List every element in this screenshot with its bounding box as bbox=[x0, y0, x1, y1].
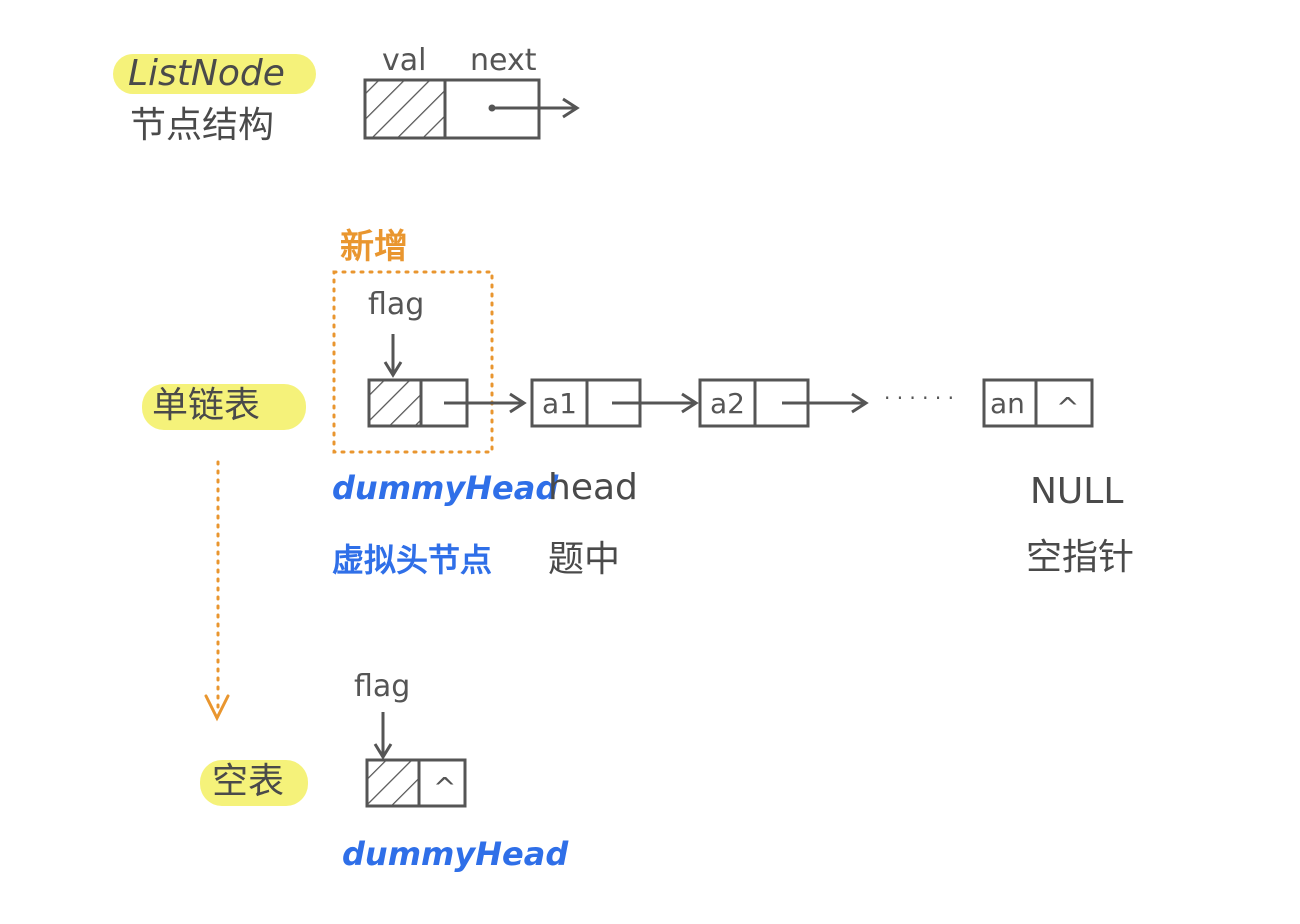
node-a2-label: a2 bbox=[710, 387, 745, 420]
val-cell bbox=[363, 78, 447, 140]
node-a2 bbox=[698, 378, 869, 428]
node-a1-label: a1 bbox=[542, 387, 577, 420]
empty-dummy-head-label: dummyHead bbox=[342, 835, 569, 873]
transition-arrow bbox=[204, 460, 230, 722]
dummy-head-label: dummyHead bbox=[332, 469, 559, 507]
empty-null-symbol: ^ bbox=[433, 771, 457, 804]
flag-label: flag bbox=[368, 287, 425, 322]
head-desc: 题中 bbox=[548, 539, 621, 580]
ellipsis: · · · · · · bbox=[884, 386, 954, 410]
listnode-structure-node bbox=[363, 78, 580, 140]
val-field-label: val bbox=[382, 43, 427, 78]
node-an bbox=[982, 378, 1094, 428]
empty-flag-label: flag bbox=[354, 669, 411, 704]
listnode-title: ListNode bbox=[128, 53, 285, 94]
flag-arrow-head bbox=[383, 361, 403, 378]
empty-list-node bbox=[365, 712, 467, 808]
head-label: head bbox=[548, 467, 638, 508]
next-arrow-head bbox=[562, 97, 580, 119]
null-desc: 空指针 bbox=[1026, 537, 1135, 578]
added-label: 新增 bbox=[340, 227, 408, 267]
node-an-label: an bbox=[990, 387, 1025, 420]
node-an-null-symbol: ^ bbox=[1056, 391, 1080, 424]
empty-list-label: 空表 bbox=[212, 761, 285, 802]
highlight-listnode bbox=[113, 54, 316, 94]
dummy-head-node bbox=[367, 334, 527, 428]
empty-flag-arrow-head bbox=[373, 743, 393, 760]
highlight-single-list bbox=[142, 384, 306, 430]
added-dotted-box bbox=[332, 270, 494, 454]
single-list-label: 单链表 bbox=[152, 385, 261, 426]
dummy-head-desc: 虚拟头节点 bbox=[332, 541, 493, 579]
highlight-empty-list bbox=[200, 760, 308, 806]
null-label: NULL bbox=[1030, 471, 1124, 512]
node-a1 bbox=[530, 378, 699, 428]
node-structure-title: 节点结构 bbox=[130, 105, 275, 146]
next-field-label: next bbox=[470, 43, 537, 78]
